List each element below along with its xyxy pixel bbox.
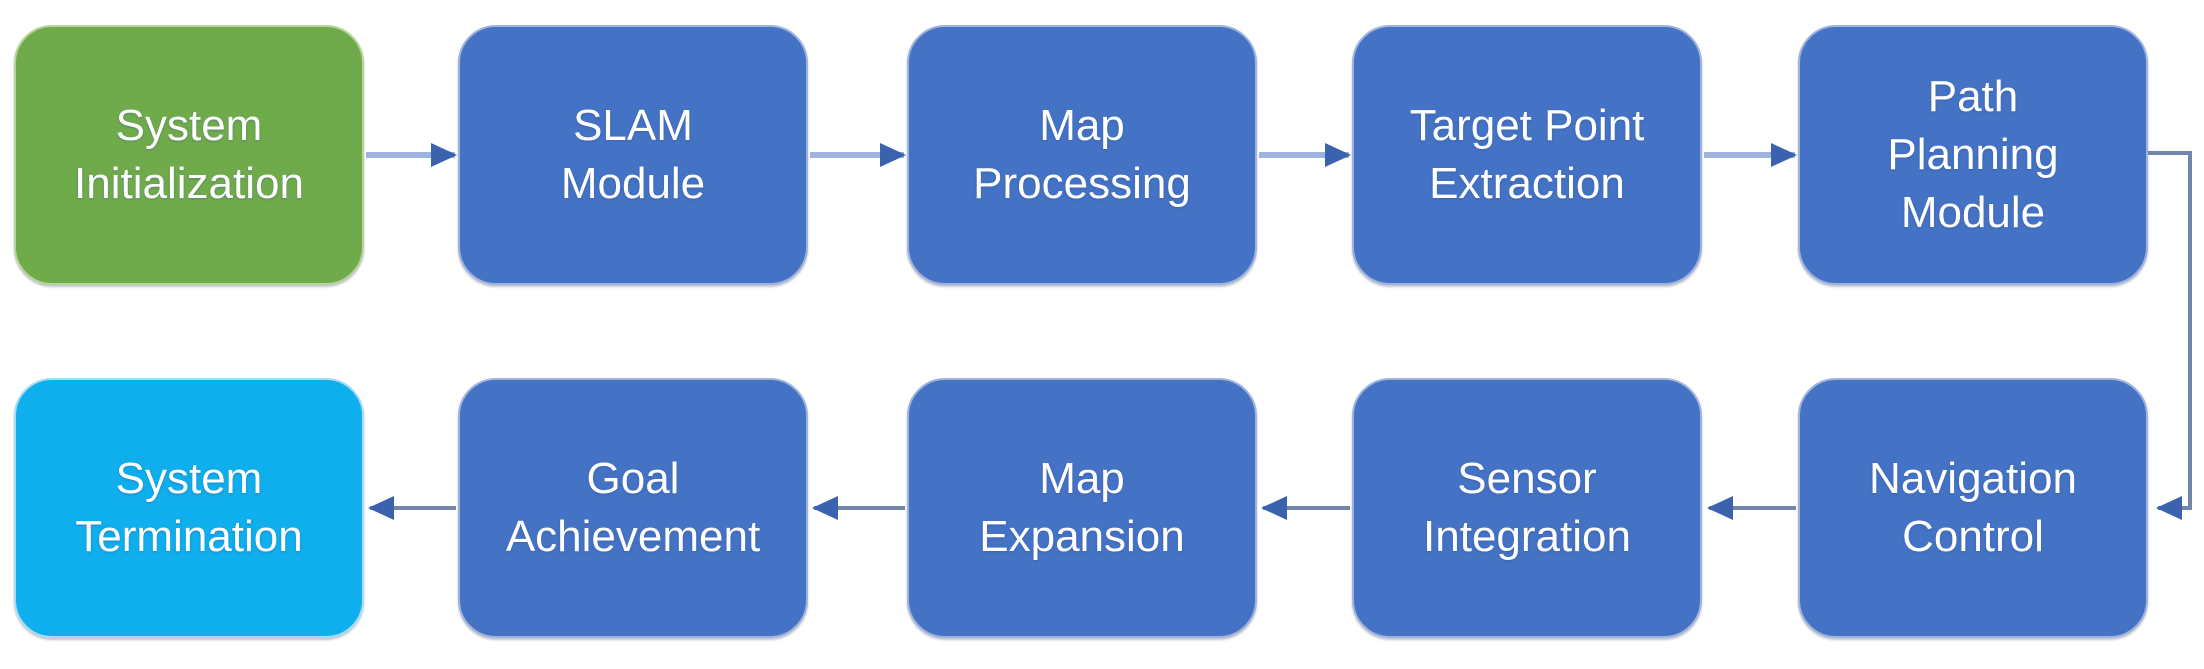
node-label: Map Processing — [973, 100, 1191, 208]
node-label: Target Point Extraction — [1409, 100, 1645, 208]
node-map-processing: Map Processing — [907, 25, 1257, 285]
node-sensor-integration: Sensor Integration — [1352, 378, 1702, 638]
node-label: Goal Achievement — [505, 453, 761, 561]
node-label: Sensor Integration — [1423, 453, 1631, 561]
node-target-point-extraction: Target Point Extraction — [1352, 25, 1702, 285]
node-label: System Initialization — [74, 100, 304, 208]
node-label: Map Expansion — [979, 453, 1185, 561]
node-system-termination: System Termination — [14, 378, 364, 638]
node-navigation-control: Navigation Control — [1798, 378, 2148, 638]
node-label: Path Planning Module — [1887, 71, 2059, 238]
node-path-planning-module: Path Planning Module — [1798, 25, 2148, 285]
node-label: System Termination — [75, 453, 303, 561]
node-label: Navigation Control — [1869, 453, 2077, 561]
node-goal-achievement: Goal Achievement — [458, 378, 808, 638]
arrow-path-planning-module-to-navigation-control — [2148, 151, 2192, 520]
node-slam-module: SLAM Module — [458, 25, 808, 285]
node-label: SLAM Module — [560, 100, 706, 208]
node-system-initialization: System Initialization — [14, 25, 364, 285]
node-map-expansion: Map Expansion — [907, 378, 1257, 638]
